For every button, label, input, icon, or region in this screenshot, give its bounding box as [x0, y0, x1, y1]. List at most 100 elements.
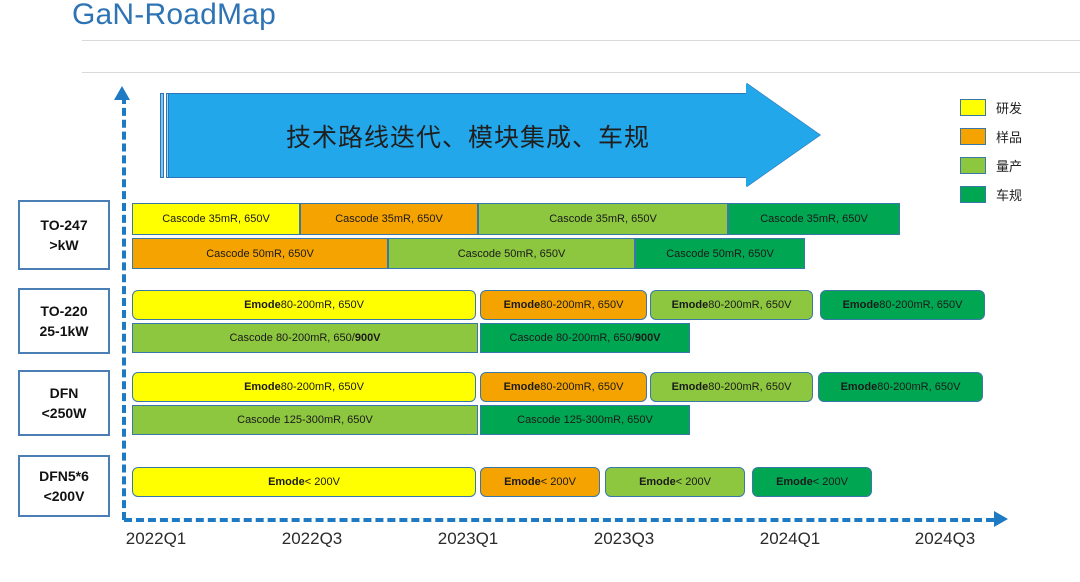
gantt-bar[interactable]: Emode 80-200mR, 650V — [820, 290, 985, 320]
gantt-bar-label-bold: Emode — [840, 381, 878, 393]
gantt-bar-label: 80-200mR, 650V — [540, 381, 624, 393]
gantt-bar[interactable]: Cascode 35mR, 650V — [132, 203, 300, 235]
gantt-bar[interactable]: Emode < 200V — [480, 467, 600, 497]
content-divider — [82, 72, 1080, 73]
gantt-bar-label: Cascode 35mR, 650V — [162, 213, 270, 225]
legend: 研发样品量产车规 — [960, 95, 1070, 211]
gantt-bar[interactable]: Emode < 200V — [605, 467, 745, 497]
gantt-bar[interactable]: Emode 80-200mR, 650V — [818, 372, 983, 402]
category-line2: <250W — [41, 405, 87, 421]
gantt-bar[interactable]: Cascode 35mR, 650V — [728, 203, 900, 235]
gantt-bar-label-bold: Emode — [244, 381, 281, 393]
banner-arrowhead-icon — [746, 83, 820, 187]
gantt-bar[interactable]: Emode < 200V — [752, 467, 872, 497]
gantt-bar[interactable]: Cascode 50mR, 650V — [635, 238, 805, 269]
gantt-bar[interactable]: Emode 80-200mR, 650V — [650, 290, 813, 320]
x-axis-tick-2023Q1: 2023Q1 — [437, 529, 499, 548]
gantt-bar-label: 80-200mR, 650V — [708, 299, 792, 311]
y-axis-arrow-icon — [114, 86, 130, 100]
category-box-1: TO-220 25-1kW — [18, 288, 110, 354]
legend-item-3: 车规 — [960, 182, 1070, 206]
title-divider — [82, 40, 1080, 41]
legend-swatch-icon — [960, 127, 986, 145]
x-axis-tick-2022Q3: 2022Q3 — [281, 529, 343, 548]
legend-swatch-icon — [960, 156, 986, 174]
legend-item-1: 样品 — [960, 124, 1070, 148]
gantt-bar[interactable]: Cascode 50mR, 650V — [388, 238, 635, 269]
category-line1: DFN5*6 — [39, 467, 89, 484]
gantt-bar-label: 80-200mR, 650V — [540, 299, 624, 311]
gantt-bar-label-bold: Emode — [244, 299, 281, 311]
gantt-bar-label: Cascode 35mR, 650V — [335, 213, 443, 225]
y-axis-line — [122, 96, 126, 520]
x-axis-tick-2022Q1: 2022Q1 — [125, 529, 187, 548]
legend-label: 研发 — [996, 101, 1023, 117]
gantt-bar-label-bold: Emode — [842, 299, 880, 311]
x-axis-tick-2023Q3: 2023Q3 — [593, 529, 655, 548]
gantt-bar[interactable]: Cascode 50mR, 650V — [132, 238, 388, 269]
gantt-bar-label-bold: Emode — [776, 476, 813, 488]
category-line2: 25-1kW — [39, 323, 89, 339]
gantt-bar[interactable]: Emode 80-200mR, 650V — [132, 290, 476, 320]
x-axis-tick-2024Q1: 2024Q1 — [759, 529, 821, 548]
category-line1: TO-220 — [40, 302, 88, 319]
category-line1: TO-247 — [40, 216, 88, 233]
gantt-bar-label-bold-tail: 900V — [354, 332, 381, 344]
gantt-bar[interactable]: Cascode 35mR, 650V — [478, 203, 728, 235]
gantt-bar-label-bold: Emode — [671, 381, 709, 393]
gantt-bar-label: < 200V — [540, 476, 576, 488]
gantt-bar-label-bold-tail: 900V — [634, 332, 661, 344]
legend-label: 样品 — [996, 130, 1023, 146]
x-axis-tick-2024Q3: 2024Q3 — [914, 529, 976, 548]
legend-swatch-icon — [960, 98, 986, 116]
banner-tab-one — [160, 93, 164, 178]
legend-swatch-icon — [960, 185, 986, 203]
gantt-bar-label: 80-200mR, 650V — [280, 381, 364, 393]
gantt-bar-label: Cascode 35mR, 650V — [549, 213, 657, 225]
gantt-bar-label-bold: Emode — [639, 476, 676, 488]
gantt-bar[interactable]: Emode 80-200mR, 650V — [480, 290, 647, 320]
gantt-bar-label: Cascode 80-200mR, 650/ — [229, 332, 355, 344]
gantt-bar-label-bold: Emode — [671, 299, 709, 311]
banner-body — [168, 93, 748, 178]
gantt-bar-label: 80-200mR, 650V — [877, 381, 961, 393]
gantt-bar-label: Cascode 50mR, 650V — [206, 247, 314, 260]
gantt-bar[interactable]: Emode < 200V — [132, 467, 476, 497]
gantt-bar[interactable]: Emode 80-200mR, 650V — [650, 372, 813, 402]
gantt-bar-label: < 200V — [304, 476, 340, 488]
gantt-bar-label: Cascode 125-300mR, 650V — [517, 414, 653, 426]
gantt-bar[interactable]: Cascode 35mR, 650V — [300, 203, 478, 235]
gantt-bar[interactable]: Cascode 125-300mR, 650V — [132, 405, 478, 435]
gantt-bar-label: 80-200mR, 650V — [708, 381, 792, 393]
category-line2: <200V — [43, 488, 85, 504]
gantt-bar-label: 80-200mR, 650V — [879, 299, 963, 311]
gantt-bar-label: Cascode 80-200mR, 650/ — [509, 332, 635, 344]
gantt-bar-label: Cascode 50mR, 650V — [666, 247, 774, 260]
gantt-bar[interactable]: Cascode 80-200mR, 650/900V — [480, 323, 690, 353]
gantt-bar-label: < 200V — [812, 476, 848, 488]
gantt-bar-label: Cascode 125-300mR, 650V — [237, 414, 373, 426]
legend-label: 车规 — [996, 188, 1023, 204]
x-axis-arrow-icon — [994, 511, 1008, 527]
gantt-bar-label-bold: Emode — [504, 476, 541, 488]
gantt-bar-label: < 200V — [675, 476, 711, 488]
gantt-bar-label: 80-200mR, 650V — [280, 299, 364, 311]
gantt-bar-label-bold: Emode — [268, 476, 305, 488]
category-line2: >kW — [49, 237, 79, 253]
gantt-bar-label-bold: Emode — [503, 381, 541, 393]
gantt-bar[interactable]: Cascode 125-300mR, 650V — [480, 405, 690, 435]
legend-item-0: 研发 — [960, 95, 1070, 119]
gantt-bar-label-bold: Emode — [503, 299, 541, 311]
category-box-3: DFN5*6 <200V — [18, 455, 110, 517]
gantt-bar[interactable]: Emode 80-200mR, 650V — [480, 372, 647, 402]
category-box-2: DFN<250W — [18, 370, 110, 436]
banner-label: 技术路线迭代、模块集成、车规 — [285, 122, 650, 152]
gantt-bar[interactable]: Cascode 80-200mR, 650/900V — [132, 323, 478, 353]
category-box-0: TO-247 >kW — [18, 200, 110, 270]
gantt-bar-label: Cascode 50mR, 650V — [457, 247, 566, 260]
gantt-bar-label: Cascode 35mR, 650V — [760, 213, 868, 225]
strategy-banner-arrow: 技术路线迭代、模块集成、车规 — [160, 83, 820, 187]
gantt-bar[interactable]: Emode 80-200mR, 650V — [132, 372, 476, 402]
page-title: GaN-RoadMap — [72, 0, 276, 31]
